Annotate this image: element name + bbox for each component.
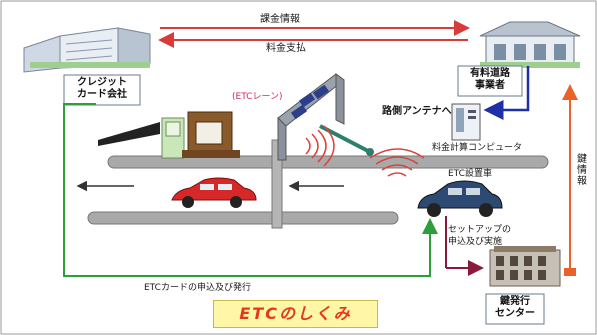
- key-center-label: 鍵発行 センター: [495, 296, 535, 319]
- gantry-pole: [271, 139, 283, 229]
- key-info-label: 鍵情報: [577, 154, 587, 187]
- toll-operator-building-icon: [479, 21, 581, 68]
- credit-company-label-box: [63, 74, 141, 106]
- etc-vehicle-car-icon: [417, 180, 503, 217]
- diagram-title: ETCのしくみ: [213, 300, 378, 328]
- roadside-antenna-label: 路側アンテナへ: [382, 106, 452, 117]
- vehicle-radio-waves-icon: [369, 148, 425, 177]
- antenna-head-icon: [366, 148, 374, 156]
- toll-computer-icon: [451, 103, 481, 141]
- credit-company-building-icon: [23, 27, 151, 73]
- road-lower: [87, 211, 399, 225]
- etc-vehicle-label: ETC設置車: [448, 169, 492, 179]
- operator-to-computer-line: [483, 66, 530, 120]
- etc-lane-label: (ETCレーン): [232, 92, 283, 102]
- setup-apply-label: セットアップの 申込及び実施: [448, 225, 512, 247]
- key-center-building-icon: [489, 246, 561, 287]
- etc-gantry-icon: [277, 73, 345, 161]
- key-center-label-box: [485, 293, 545, 325]
- etc-card-apply-label: ETCカードの申込及び発行: [144, 283, 251, 293]
- red-car-icon: [171, 177, 257, 208]
- toll-operator-label-box: [457, 65, 523, 97]
- toll-booth-monitor-icon: [182, 111, 240, 158]
- billing-info-label: 課金情報: [260, 14, 300, 25]
- lane-barrier-icon: [98, 122, 160, 146]
- toll-booth-green-icon: [161, 117, 185, 159]
- toll-operator-label: 有料道路 事業者: [470, 68, 510, 91]
- toll-payment-label: 料金支払: [266, 43, 306, 54]
- key-info-connector: [564, 268, 576, 276]
- gantry-radio-waves-icon: [305, 125, 335, 167]
- toll-computer-label: 料金計算コンピュータ: [432, 143, 523, 153]
- credit-company-label: クレジット カード会社: [77, 77, 127, 100]
